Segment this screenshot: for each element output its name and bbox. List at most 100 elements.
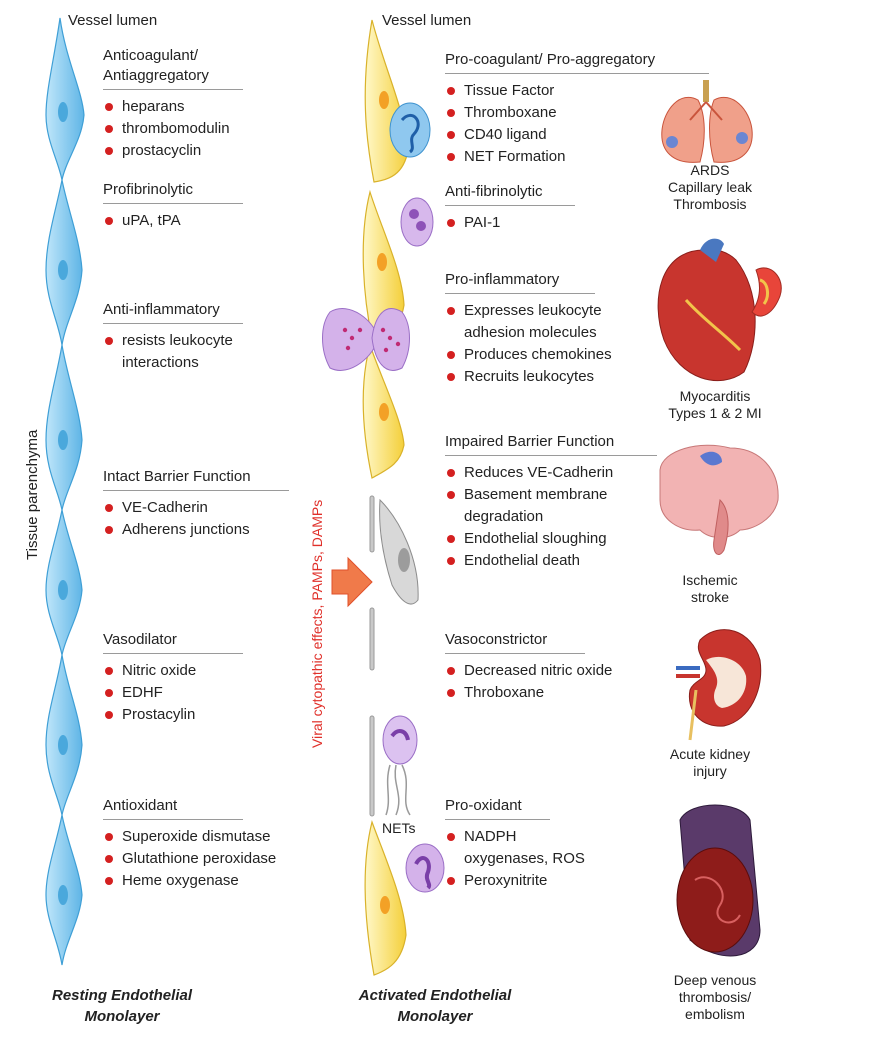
caption-line: stroke bbox=[690, 589, 730, 605]
item-text-cont: degradation bbox=[464, 508, 544, 525]
list-item: EDHF bbox=[103, 682, 243, 704]
item-text: Prostacylin bbox=[122, 706, 196, 723]
bullet-dot bbox=[105, 855, 113, 863]
organ-caption-brain: Ischemic stroke bbox=[660, 572, 760, 606]
bullet-dot bbox=[447, 491, 455, 499]
list-item: Prostacylin bbox=[103, 704, 243, 726]
bullet-dot bbox=[447, 689, 455, 697]
item-text: Adherens junctions bbox=[122, 521, 250, 538]
bullet-list: Nitric oxide EDHF Prostacylin bbox=[103, 660, 243, 726]
item-text: Recruits leukocytes bbox=[464, 368, 595, 385]
right-section-antifibrinolytic: Anti-fibrinolytic PAI-1 bbox=[445, 182, 575, 234]
bullet-dot bbox=[447, 131, 455, 139]
title-line: Monolayer bbox=[84, 1008, 160, 1025]
item-text-cont: interactions bbox=[122, 354, 199, 371]
title-line: Activated Endothelial bbox=[358, 987, 512, 1004]
caption-line: ARDS bbox=[690, 162, 730, 178]
bullet-dot bbox=[447, 833, 455, 841]
heading-line: Antiaggregatory bbox=[103, 67, 209, 84]
bullet-dot bbox=[447, 877, 455, 885]
left-section-antioxidant: Antioxidant Superoxide dismutase Glutath… bbox=[103, 796, 276, 892]
bullet-dot bbox=[447, 87, 455, 95]
bullet-dot bbox=[105, 877, 113, 885]
bullet-dot bbox=[447, 109, 455, 117]
bullet-dot bbox=[447, 667, 455, 675]
tissue-parenchyma-label: Tissue parenchyma bbox=[24, 429, 41, 560]
section-heading: Profibrinolytic bbox=[103, 180, 243, 204]
item-text: CD40 ligand bbox=[464, 126, 547, 143]
bullet-dot bbox=[105, 504, 113, 512]
list-item: Peroxynitrite bbox=[445, 870, 585, 892]
list-item: Produces chemokines bbox=[445, 344, 612, 366]
list-item: Reduces VE-Cadherin bbox=[445, 462, 657, 484]
list-item: Endothelial death bbox=[445, 550, 657, 572]
nets-label: NETs bbox=[382, 820, 416, 836]
left-lumen-label: Vessel lumen bbox=[68, 12, 158, 29]
list-item: Throboxane bbox=[445, 682, 612, 704]
list-item: Tissue Factor bbox=[445, 80, 709, 102]
caption-line: Myocarditis bbox=[679, 388, 751, 404]
title-line: Resting Endothelial bbox=[51, 987, 192, 1004]
section-heading: Vasodilator bbox=[103, 630, 243, 654]
list-item: Recruits leukocytes bbox=[445, 366, 612, 388]
item-text: NET Formation bbox=[464, 148, 566, 165]
list-item: resists leukocyte interactions bbox=[103, 330, 243, 374]
caption-line: thrombosis/ bbox=[678, 989, 752, 1005]
item-text: Nitric oxide bbox=[122, 662, 197, 679]
item-text: resists leukocyte bbox=[122, 332, 233, 349]
list-item: Endothelial sloughing bbox=[445, 528, 657, 550]
platelet-cell bbox=[400, 197, 434, 247]
organ-caption-dvt: Deep venous thrombosis/ embolism bbox=[655, 972, 775, 1023]
caption-line: injury bbox=[693, 763, 727, 779]
item-text: Glutathione peroxidase bbox=[122, 850, 277, 867]
left-section-profibrinolytic: Profibrinolytic uPA, tPA bbox=[103, 180, 243, 232]
item-text-cont: oxygenases, ROS bbox=[464, 850, 585, 867]
item-text: Produces chemokines bbox=[464, 346, 612, 363]
bullet-dot bbox=[447, 219, 455, 227]
item-text: PAI-1 bbox=[464, 214, 501, 231]
monocyte-cell bbox=[389, 102, 431, 158]
section-heading: Pro-oxidant bbox=[445, 796, 550, 820]
list-item: VE-Cadherin bbox=[103, 497, 289, 519]
viral-effects-label: Viral cytopathic effects, PAMPs, DAMPs bbox=[309, 499, 325, 748]
list-item: Nitric oxide bbox=[103, 660, 243, 682]
bullet-list: heparans thrombomodulin prostacyclin bbox=[103, 96, 243, 162]
item-text: prostacyclin bbox=[122, 142, 202, 159]
caption-line: Acute kidney bbox=[669, 746, 751, 762]
caption-line: Types 1 & 2 MI bbox=[668, 405, 762, 421]
caption-line: Ischemic bbox=[682, 572, 738, 588]
left-section-barrier: Intact Barrier Function VE-Cadherin Adhe… bbox=[103, 467, 289, 541]
list-item: prostacyclin bbox=[103, 140, 243, 162]
neutrophil-cell bbox=[405, 843, 445, 893]
item-text: Endothelial death bbox=[464, 552, 580, 569]
bullet-dot bbox=[447, 307, 455, 315]
item-text: uPA, tPA bbox=[122, 212, 181, 229]
item-text: Decreased nitric oxide bbox=[464, 662, 613, 679]
bullet-dot bbox=[105, 125, 113, 133]
item-text: EDHF bbox=[122, 684, 163, 701]
bullet-list: Superoxide dismutase Glutathione peroxid… bbox=[103, 826, 276, 892]
list-item: Decreased nitric oxide bbox=[445, 660, 612, 682]
left-section-anticoagulant: Anticoagulant/ Antiaggregatory heparans … bbox=[103, 46, 243, 162]
list-item: NET Formation bbox=[445, 146, 709, 168]
item-text: Reduces VE-Cadherin bbox=[464, 464, 614, 481]
item-text: Basement membrane bbox=[464, 486, 608, 503]
caption-line: embolism bbox=[685, 1006, 745, 1022]
list-item: Glutathione peroxidase bbox=[103, 848, 276, 870]
right-section-procoagulant: Pro-coagulant/ Pro-aggregatory Tissue Fa… bbox=[445, 50, 709, 168]
list-item: Superoxide dismutase bbox=[103, 826, 276, 848]
item-text: heparans bbox=[122, 98, 185, 115]
list-item: Heme oxygenase bbox=[103, 870, 276, 892]
bullet-list: Decreased nitric oxide Throboxane bbox=[445, 660, 612, 704]
item-text: Throboxane bbox=[464, 684, 545, 701]
item-text: Thromboxane bbox=[464, 104, 557, 121]
list-item: PAI-1 bbox=[445, 212, 575, 234]
kidney-icon bbox=[676, 629, 762, 741]
bullet-list: PAI-1 bbox=[445, 212, 575, 234]
heading-line: Anticoagulant/ bbox=[103, 47, 199, 64]
bullet-list: uPA, tPA bbox=[103, 210, 243, 232]
organ-caption-heart: Myocarditis Types 1 & 2 MI bbox=[645, 388, 785, 422]
resting-monolayer-title: Resting Endothelial Monolayer bbox=[22, 985, 222, 1027]
